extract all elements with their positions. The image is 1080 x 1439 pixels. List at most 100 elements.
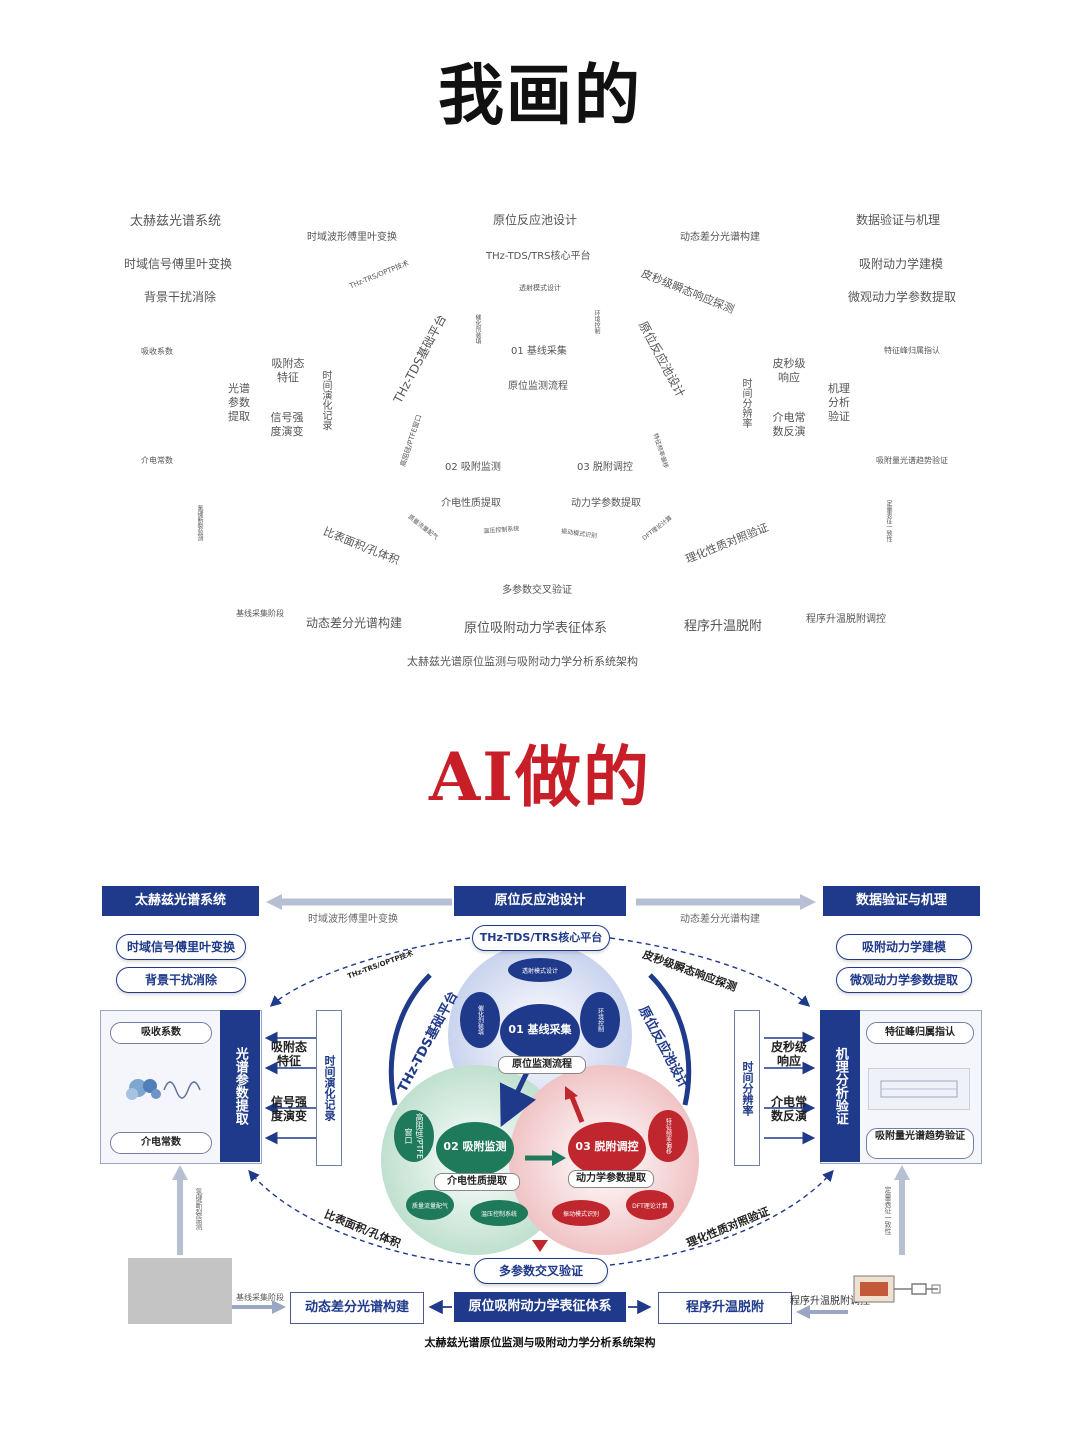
petal-p-temp: 环境控制 xyxy=(580,992,620,1048)
spine-spectral-params: 光谱参数提取 xyxy=(220,1010,260,1162)
label-hbond: 氢键断裂监测 xyxy=(195,1188,203,1230)
flow-01-02 xyxy=(499,1068,536,1128)
sketch-cross: 多参数交叉验证 xyxy=(502,585,572,596)
arrow-right-top-head xyxy=(800,894,816,910)
petal-p-press: 温压控制系统 xyxy=(470,1200,528,1226)
header-cell-design: 原位反应池设计 xyxy=(454,886,626,916)
sketch-diel-evo: 介电常 数反演 xyxy=(772,411,806,438)
sketch-ads-trend: 吸附量光谱趋势验证 xyxy=(876,456,948,465)
sketch-spec-param: 光谱 参数 提取 xyxy=(228,382,250,423)
node-02-adsorption: 02 吸附监测 xyxy=(436,1122,514,1176)
sketch-p-dft: DFT理论计算 xyxy=(641,514,674,543)
sketch-top-left: 太赫兹光谱系统 xyxy=(130,214,222,229)
sketch-sig-int: 信号强 度演变 xyxy=(270,411,304,438)
curve-left xyxy=(388,973,432,1106)
petal-trans-mode: 透射模式设计 xyxy=(508,958,572,982)
heading-ai: AI做的 xyxy=(428,738,652,816)
pill-core-platform: THz-TDS/TRS核心平台 xyxy=(472,925,610,951)
sketch-fourier-left: 时域信号傅里叶变换 xyxy=(124,257,233,271)
sketch-pico-resp: 皮秒级 响应 xyxy=(772,357,806,384)
box-tpd: 程序升温脱附 xyxy=(658,1292,792,1324)
flow-03-01-head xyxy=(565,1086,578,1100)
header-thz-system: 太赫兹光谱系统 xyxy=(102,886,259,916)
petal-p-freq: 特征频率偏移 xyxy=(648,1110,688,1162)
sketch-p-freq: 特征频率偏移 xyxy=(651,432,670,470)
sketch-micro-param: 微观动力学参数提取 xyxy=(848,290,957,304)
sketch-dyn-bottom: 动态差分光谱构建 xyxy=(306,616,403,630)
label-dyn-top: 动态差分光谱构建 xyxy=(680,914,760,925)
sketch-mech: 机理 分析 验证 xyxy=(828,382,850,423)
sketch-baseline-stage: 基线采集阶段 xyxy=(236,609,284,618)
label-ads-feat: 吸附态 特征 xyxy=(270,1040,307,1069)
sketch-in-situ-flow: 原位监测流程 xyxy=(508,381,568,392)
btn-dielectric: 介电常数 xyxy=(110,1132,212,1154)
sketch-p-temp: 环境控制 xyxy=(593,310,600,334)
label-pico-resp: 皮秒级 响应 xyxy=(770,1040,807,1069)
sketch-diel-extract: 介电性质提取 xyxy=(441,498,501,509)
label-consist: 定量表征一致性 xyxy=(884,1186,892,1235)
card-time-res: 时间分辨率 xyxy=(734,1010,760,1166)
sketch-time-res: 时间分辨率 xyxy=(740,378,751,428)
label-tpd-ctrl: 程序升温脱附调控 xyxy=(790,1296,870,1307)
arrow-left-top-head xyxy=(266,894,282,910)
sketch-cell-design: 原位反应池设计 xyxy=(635,318,688,400)
sketch-consist: 定量表征一致性 xyxy=(885,500,892,542)
sketch-hbond: 氢键断裂监测 xyxy=(196,505,203,541)
spine-mechanism: 机理分析验证 xyxy=(820,1010,860,1162)
curve-right xyxy=(648,973,692,1106)
spectrum-thumbnail-right xyxy=(868,1068,970,1110)
sketch-pico-diag: 皮秒级瞬态响应探测 xyxy=(639,266,737,316)
ai-caption: 太赫兹光谱原位监测与吸附动力学分析系统架构 xyxy=(424,1336,656,1349)
label-sig-int: 信号强 度演变 xyxy=(270,1095,307,1124)
sketch-peak-assign: 特征峰归属指认 xyxy=(884,346,940,355)
sketch-tpd-ctrl: 程序升温脱附调控 xyxy=(806,614,886,625)
sketch-tech-diag: THz-TRS/OPTP技术 xyxy=(348,259,411,291)
tag-in-situ-flow: 原位监测流程 xyxy=(498,1056,586,1074)
sketch-a02: 02 吸附监测 xyxy=(445,462,501,473)
tag-kin-extract: 动力学参数提取 xyxy=(568,1170,654,1188)
equipment-icon xyxy=(852,1274,942,1304)
sketch-dielectric: 介电常数 xyxy=(141,456,173,465)
sketch-abs-coef: 吸收系数 xyxy=(141,347,173,356)
node-03-desorption: 03 脱附调控 xyxy=(568,1122,646,1176)
sketch-fourier-top: 时域波形傅里叶变换 xyxy=(307,232,397,243)
sketch-kin-extract: 动力学参数提取 xyxy=(571,498,641,509)
pill-micro-param: 微观动力学参数提取 xyxy=(836,967,972,993)
sketch-caption: 太赫兹光谱原位监测与吸附动力学分析系统架构 xyxy=(407,655,638,668)
sketch-p-press: 温压控制系统 xyxy=(483,525,520,535)
btn-abs-coef: 吸收系数 xyxy=(110,1022,212,1044)
sketch-phys-verify: 理化性质对照验证 xyxy=(683,520,771,566)
pill-model: 吸附动力学建模 xyxy=(836,934,972,960)
pill-cross-validation: 多参数交叉验证 xyxy=(474,1258,608,1284)
sketch-p-vib: 振动模式识别 xyxy=(560,527,598,540)
dash-arc-bl xyxy=(248,1169,471,1266)
sketch-window: 高阻硅/PTFE窗口 xyxy=(398,413,424,468)
label-baseline-stage: 基线采集阶段 xyxy=(236,1293,284,1302)
node-01-baseline: 01 基线采集 xyxy=(500,1004,580,1060)
card-time-rec: 时间演化记录 xyxy=(316,1010,342,1166)
pill-bg-removal: 背景干扰消除 xyxy=(116,967,246,993)
pill-fourier-left: 时域信号傅里叶变换 xyxy=(116,934,246,960)
cross-tip xyxy=(532,1240,548,1252)
sketch-top-center: 原位反应池设计 xyxy=(493,213,578,227)
sketch-a01: 01 基线采集 xyxy=(511,346,567,357)
sketch-p-gas: 催化剂装填 xyxy=(474,314,481,344)
image-placeholder xyxy=(128,1258,232,1324)
sketch-surface: 比表面积/孔体积 xyxy=(321,524,402,568)
heading-mine: 我画的 xyxy=(438,56,642,134)
sketch-time-rec: 时间演化记录 xyxy=(320,370,331,430)
sketch-bg-removal: 背景干扰消除 xyxy=(144,290,217,304)
petal-p-flow: 质量流量配气 xyxy=(406,1190,454,1220)
sketch-ads-feat: 吸附态 特征 xyxy=(271,357,305,384)
label-fourier-top: 时域波形傅里叶变换 xyxy=(308,914,398,925)
spectrum-thumbnail-left xyxy=(118,1068,208,1108)
btn-peak-assign: 特征峰归属指认 xyxy=(866,1022,974,1044)
sketch-tpd: 程序升温脱附 xyxy=(684,619,763,634)
header-validation: 数据验证与机理 xyxy=(823,886,980,916)
flow-02-03-head xyxy=(552,1150,566,1166)
box-dyn-bottom: 动态差分光谱构建 xyxy=(290,1292,424,1324)
sketch-p-flow: 质量流量配气 xyxy=(406,513,440,542)
sketch-core: THz-TDS/TRS核心平台 xyxy=(486,251,591,262)
sketch-model: 吸附动力学建模 xyxy=(859,257,944,271)
sketch-trans-mode: 透射模式设计 xyxy=(519,284,561,292)
